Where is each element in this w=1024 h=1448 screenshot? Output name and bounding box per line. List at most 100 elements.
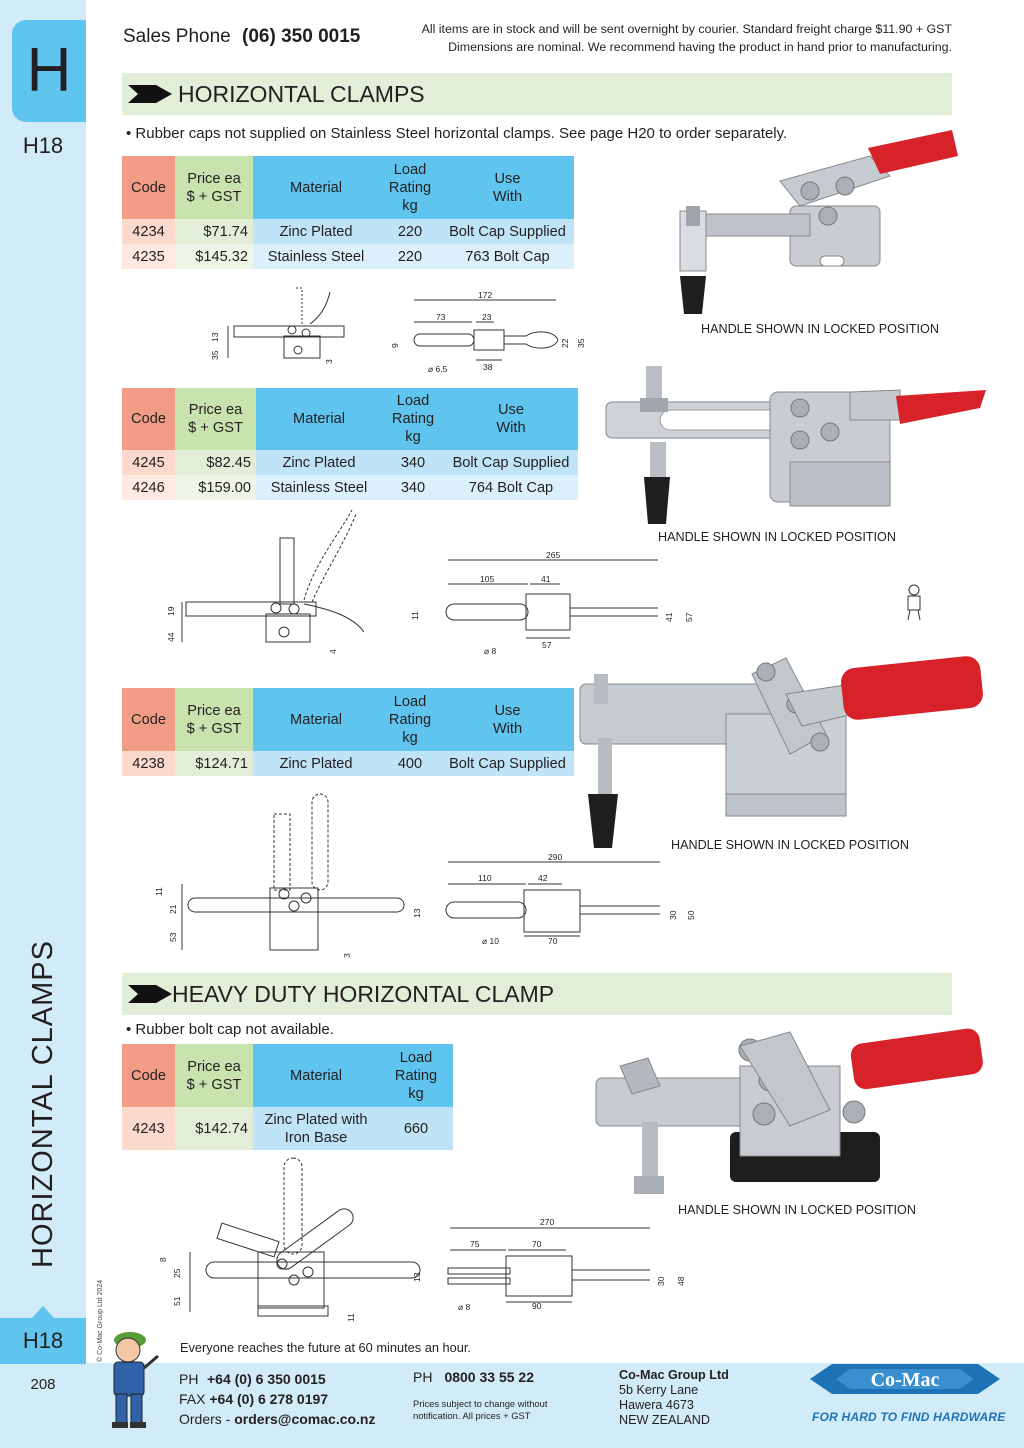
arrow-icon — [128, 985, 172, 1003]
svg-text:23: 23 — [482, 312, 492, 322]
section-banner-horizontal-clamps: HORIZONTAL CLAMPS — [122, 73, 952, 115]
svg-text:19: 19 — [166, 606, 176, 616]
footer-contacts: PH+64 (0) 6 350 0015 FAX +64 (0) 6 278 0… — [179, 1369, 376, 1429]
section-note: • Rubber caps not supplied on Stainless … — [126, 125, 788, 142]
svg-text:11: 11 — [346, 1313, 356, 1322]
svg-text:75: 75 — [470, 1239, 480, 1249]
svg-text:70: 70 — [532, 1239, 542, 1249]
svg-text:⌀ 10: ⌀ 10 — [482, 936, 499, 946]
section-banner-heavy-duty: HEAVY DUTY HORIZONTAL CLAMP — [122, 973, 952, 1015]
cell-code: 4235 — [122, 244, 175, 269]
cell-load: 660 — [379, 1107, 453, 1150]
section-note: • Rubber bolt cap not available. — [126, 1021, 334, 1038]
side-strip — [0, 0, 86, 1448]
arrow-icon — [128, 85, 172, 103]
svg-text:13: 13 — [412, 908, 422, 918]
svg-text:35: 35 — [210, 350, 220, 360]
cell-material: Zinc Plated — [253, 751, 379, 776]
svg-text:57: 57 — [684, 612, 694, 622]
col-material: Material — [253, 156, 379, 219]
mascot-illustration — [112, 1332, 159, 1428]
mascot-icon — [907, 584, 921, 621]
photo-caption: HANDLE SHOWN IN LOCKED POSITION — [671, 838, 909, 852]
footer-phone-number[interactable]: +64 (0) 6 350 0015 — [207, 1371, 326, 1387]
svg-text:22: 22 — [560, 338, 570, 348]
svg-text:70: 70 — [548, 936, 558, 946]
page-code-bottom: H18 — [0, 1306, 86, 1364]
svg-text:50: 50 — [686, 910, 696, 920]
svg-text:53: 53 — [168, 932, 178, 942]
cell-material: Zinc Plated — [256, 450, 382, 475]
svg-text:110: 110 — [478, 873, 492, 883]
svg-text:11: 11 — [154, 887, 164, 896]
footer-tagline: FOR HARD TO FIND HARDWARE — [812, 1410, 1006, 1424]
svg-text:73: 73 — [436, 312, 446, 322]
col-material: Material — [256, 388, 382, 450]
footer-phone: PH+64 (0) 6 350 0015 — [179, 1371, 326, 1387]
sales-phone-label: Sales Phone — [123, 26, 231, 47]
col-code: Code — [122, 388, 175, 450]
cell-code: 4245 — [122, 450, 175, 475]
photo-caption: HANDLE SHOWN IN LOCKED POSITION — [658, 530, 896, 544]
page-code-top: H18 — [22, 133, 64, 158]
sales-phone-number[interactable]: (06) 350 0015 — [242, 26, 361, 47]
svg-text:44: 44 — [166, 632, 176, 642]
photo-caption: HANDLE SHOWN IN LOCKED POSITION — [701, 322, 939, 336]
svg-text:48: 48 — [676, 1276, 686, 1286]
svg-text:90: 90 — [532, 1301, 542, 1311]
footer-motto: Everyone reaches the future at 60 minute… — [180, 1340, 471, 1355]
vertical-section-title: HORIZONTAL CLAMPS — [27, 940, 59, 1268]
cell-use: Bolt Cap Supplied — [444, 450, 578, 475]
cell-load: 220 — [379, 244, 441, 269]
clamp-photo-4243 — [595, 1028, 983, 1194]
svg-text:38: 38 — [483, 362, 493, 372]
section-title: HORIZONTAL CLAMPS — [178, 81, 425, 107]
cell-load: 220 — [379, 219, 441, 244]
footer-orders-email[interactable]: orders@comac.co.nz — [234, 1411, 376, 1427]
cell-code: 4246 — [122, 475, 175, 500]
svg-text:13: 13 — [412, 1272, 422, 1282]
footer-freephone-number[interactable]: 0800 33 55 22 — [444, 1369, 534, 1385]
col-code: Code — [122, 156, 175, 219]
clamp-photo-4234 — [679, 130, 958, 314]
svg-text:4: 4 — [328, 649, 338, 654]
cell-price: $145.32 — [175, 244, 253, 269]
svg-text:8: 8 — [158, 1257, 168, 1262]
cell-load: 400 — [379, 751, 441, 776]
company-name: Co-Mac Group Ltd — [619, 1368, 729, 1382]
footer-address: Co-Mac Group Ltd 5b Kerry Lane Hawera 46… — [619, 1368, 729, 1428]
cell-load: 340 — [382, 450, 444, 475]
clamp-photo-4238 — [579, 656, 983, 848]
col-price: Price ea$ + GST — [175, 688, 253, 751]
footer-prices-note: Prices subject to change without notific… — [413, 1398, 548, 1421]
svg-text:290: 290 — [548, 852, 562, 862]
page-number: 208 — [30, 1376, 56, 1393]
cell-price: $82.45 — [175, 450, 256, 475]
header-note-line1: All items are in stock and will be sent … — [421, 22, 952, 36]
footer-orders: Orders - orders@comac.co.nz — [179, 1411, 376, 1427]
comac-logo[interactable]: Co-Mac — [810, 1352, 1000, 1407]
col-price: Price ea$ + GST — [175, 388, 256, 450]
footer-fax-number: +64 (0) 6 278 0197 — [209, 1391, 329, 1407]
svg-text:30: 30 — [668, 910, 678, 920]
col-code: Code — [122, 1044, 175, 1107]
col-material: Material — [253, 1044, 379, 1107]
cell-material: Stainless Steel — [256, 475, 382, 500]
svg-text:265: 265 — [546, 550, 560, 560]
